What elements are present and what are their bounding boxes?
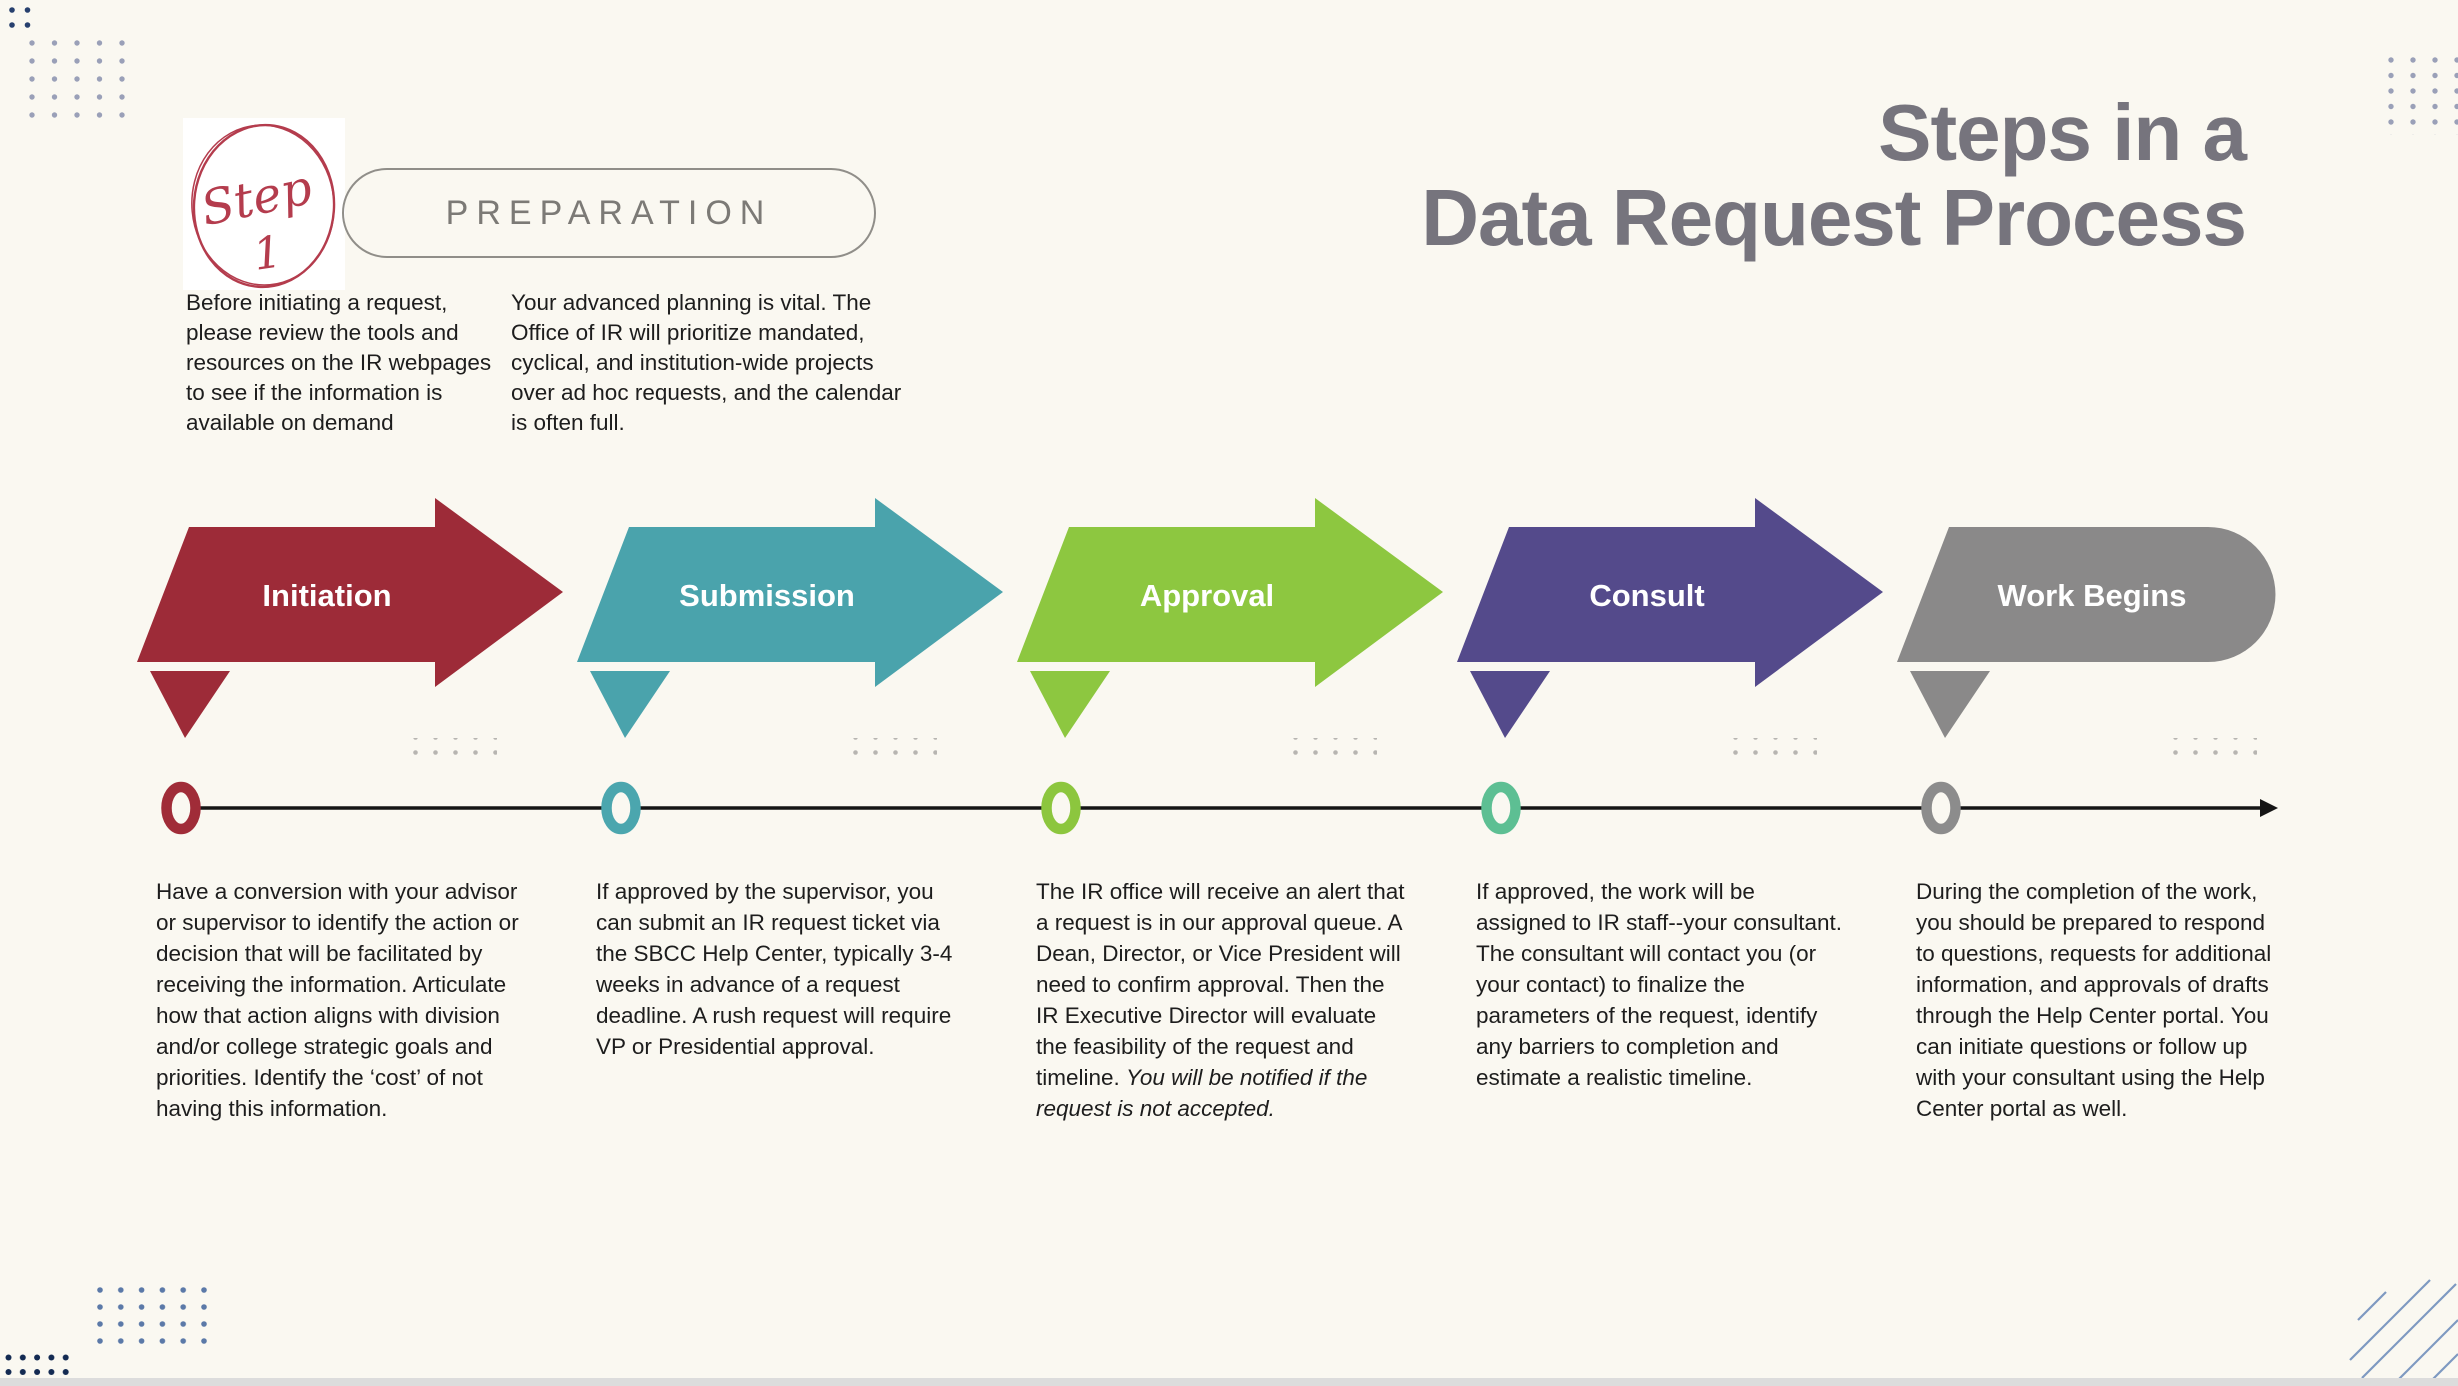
arrow-label-approval: Approval: [1140, 578, 1274, 613]
description-text: The IR office will receive an alert that…: [1036, 879, 1405, 1090]
process-arrows: Initiation Submission Approval Consult W…: [137, 498, 2276, 760]
description-text: If approved, the work will be assigned t…: [1476, 879, 1843, 1090]
diagonal-lines-ornament: [2349, 1279, 2458, 1380]
arrow-initiation: Initiation: [137, 498, 563, 760]
arrow-approval-fold: [1030, 671, 1110, 738]
step-description-submission: If approved by the supervisor, you can s…: [596, 876, 968, 1062]
intro-paragraph-left: Before initiating a request, please revi…: [186, 290, 492, 435]
step-1-badge: Step 1: [183, 118, 345, 290]
description-text: If approved by the supervisor, you can s…: [596, 879, 953, 1059]
timeline-marker-submission: [601, 781, 641, 835]
badge-number: 1: [250, 226, 285, 280]
arrow-label-consult: Consult: [1589, 578, 1704, 613]
description-text: During the completion of the work, you s…: [1916, 879, 2272, 1121]
arrow-label-work-begins: Work Begins: [1998, 578, 2187, 613]
arrow-approval: Approval: [1017, 498, 1443, 760]
badge-word: Step: [196, 159, 317, 237]
step-description-work-begins: During the completion of the work, you s…: [1916, 876, 2288, 1124]
timeline-marker-consult: [1481, 781, 1521, 835]
edge-dots-ornament: [9, 7, 31, 28]
arrow-work-begins: Work Begins: [1897, 527, 2276, 760]
arrow-consult: Consult: [1457, 498, 1883, 760]
dot-grid-ornament: [409, 738, 497, 760]
timeline-marker-initiation: [161, 781, 201, 835]
bottom-corner-dots-ornament: [5, 1354, 75, 1378]
timeline-marker-approval: [1041, 781, 1081, 835]
top-right-dot-grid-ornament: [2388, 57, 2458, 135]
step-description-initiation: Have a conversion with your advisor or s…: [156, 876, 528, 1124]
arrow-label-submission: Submission: [679, 578, 855, 613]
dot-grid-ornament: [849, 738, 937, 760]
dot-grid-ornament: [1289, 738, 1377, 760]
page-title: Steps in a Data Request Process: [846, 88, 2247, 262]
preparation-pill-label: PREPARATION: [445, 193, 773, 232]
arrow-submission-fold: [590, 671, 670, 738]
timeline: [161, 781, 2278, 835]
intro-paragraph-right: Your advanced planning is vital. The Off…: [511, 290, 902, 435]
description-italic: You will be notified if the request is n…: [1036, 1065, 1368, 1121]
bottom-edge-strip: [0, 1378, 2458, 1386]
step-description-approval: The IR office will receive an alert that…: [1036, 876, 1408, 1124]
arrow-submission: Submission: [577, 498, 1003, 760]
dot-grid-ornament: [1729, 738, 1817, 760]
step-1-badge-icon: Step 1: [191, 123, 336, 289]
arrow-initiation-fold: [150, 671, 230, 738]
dot-grid-ornament: [2169, 738, 2257, 760]
arrow-work-begins-fold: [1910, 671, 1990, 738]
top-left-dot-grid-ornament: [29, 40, 125, 118]
step-description-consult: If approved, the work will be assigned t…: [1476, 876, 1848, 1093]
arrow-label-initiation: Initiation: [262, 578, 391, 613]
page-title-line1: Steps in a: [1878, 88, 2247, 177]
timeline-arrowhead-icon: [2260, 799, 2278, 817]
page-title-line2: Data Request Process: [1421, 173, 2247, 262]
timeline-marker-work-begins: [1921, 781, 1961, 835]
description-text: Have a conversion with your advisor or s…: [156, 879, 519, 1121]
arrow-consult-fold: [1470, 671, 1550, 738]
preparation-pill: PREPARATION: [342, 168, 876, 258]
bottom-left-dot-grid-ornament: [97, 1287, 209, 1345]
